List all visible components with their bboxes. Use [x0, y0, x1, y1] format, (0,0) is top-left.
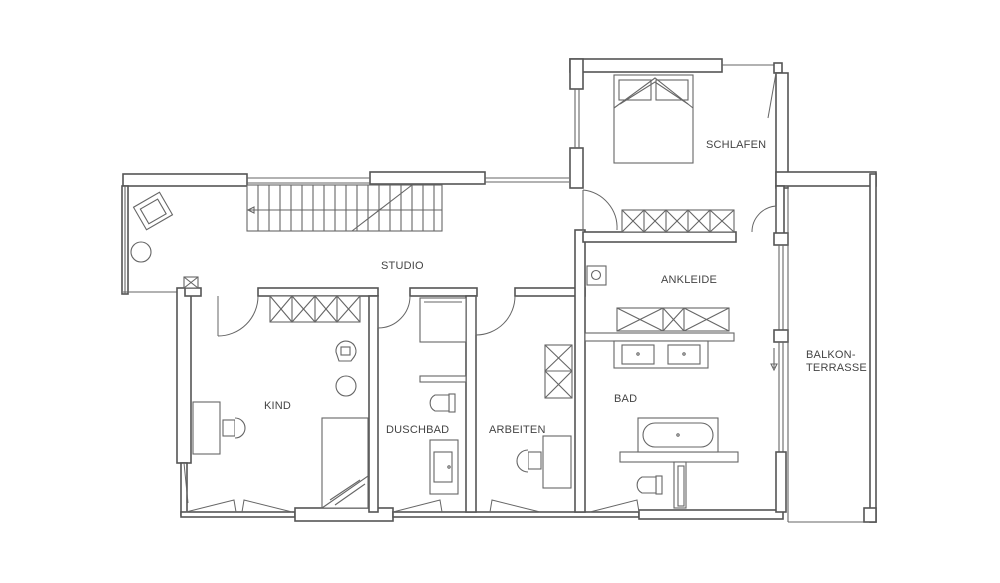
kind-chair-icon — [335, 340, 357, 362]
room-label-studio: STUDIO — [381, 260, 424, 272]
wardrobe-kind-icon — [269, 295, 361, 323]
shower-icon — [419, 297, 467, 343]
room-label-schlafen: SCHLAFEN — [706, 139, 766, 151]
room-label-kind: KIND — [264, 400, 291, 412]
arbeiten-desk-icon — [542, 435, 572, 489]
towel-rail-icon — [677, 465, 685, 507]
shelf-arbeiten-icon — [544, 344, 573, 399]
doors — [183, 72, 778, 513]
studio-armchair-icon — [132, 191, 174, 231]
washing-machine-icon — [586, 265, 607, 286]
kind-stool-icon — [335, 375, 357, 397]
double-bed-icon — [613, 74, 694, 164]
room-label-bad: BAD — [614, 393, 637, 405]
staircase — [246, 184, 443, 232]
toilet-bad-icon — [636, 475, 663, 495]
ankleide-counter — [584, 332, 735, 342]
studio-side-table-icon — [130, 241, 152, 263]
outer-walls — [121, 58, 877, 523]
room-label-balkon-line2: TERRASSE — [806, 362, 867, 374]
wardrobe-ankleide-icon — [616, 307, 730, 332]
arbeiten-chair-icon — [516, 449, 542, 473]
double-washbasin-icon — [613, 340, 709, 369]
washbasin-duschbad-icon — [429, 439, 459, 495]
room-label-balkon-line1: BALKON- — [806, 349, 856, 361]
wardrobe-schlafen-icon — [621, 209, 735, 233]
kind-desk-icon — [192, 401, 221, 455]
single-bed-icon — [320, 417, 369, 509]
room-label-ankleide: ANKLEIDE — [661, 274, 717, 286]
interior-walls — [184, 229, 739, 513]
toilet-duschbad-icon — [429, 393, 456, 413]
bathtub-icon — [637, 417, 719, 453]
kind-desk-chair-icon — [222, 417, 246, 439]
room-label-duschbad: DUSCHBAD — [386, 424, 449, 436]
chimney-icon — [183, 276, 199, 289]
room-label-arbeiten: ARBEITEN — [489, 424, 546, 436]
